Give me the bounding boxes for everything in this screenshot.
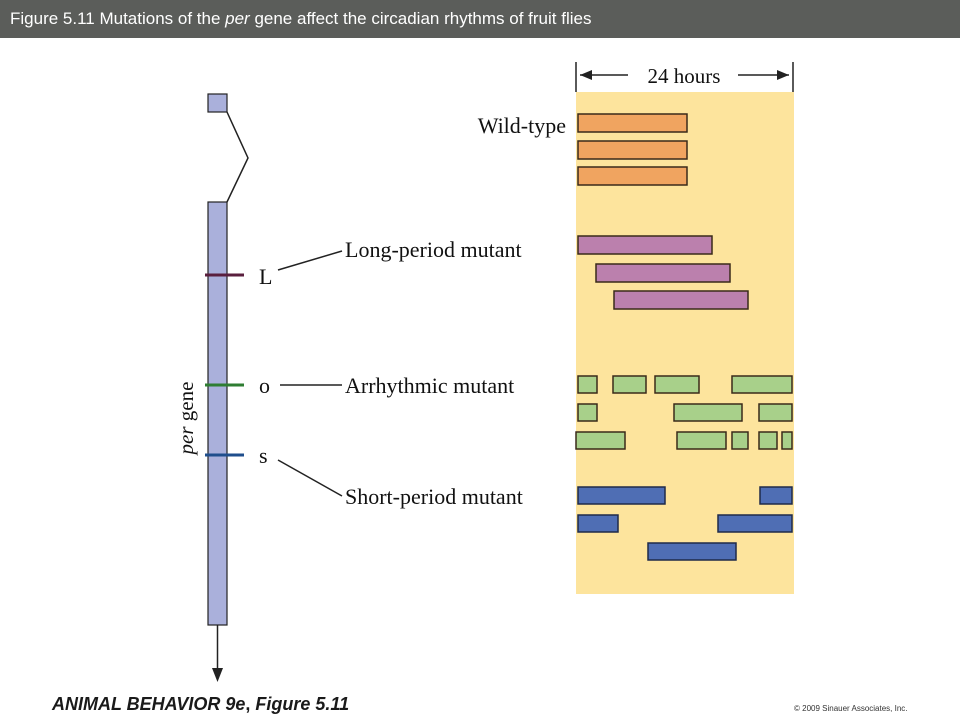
activity-bar (676, 431, 727, 450)
label-short-period: Short-period mutant (345, 484, 523, 509)
short-period-activity (577, 486, 793, 561)
per-gene: per gene (174, 93, 249, 682)
time-span-label: 24 hours (648, 64, 721, 88)
activity-bar (577, 514, 619, 533)
gene-label: per gene (174, 382, 198, 457)
gene-direction-arrow (212, 668, 223, 682)
activity-bar (673, 403, 743, 422)
activity-bar (577, 235, 713, 255)
long-period-activity (577, 235, 749, 310)
figure-title: Figure 5.11 Mutations of the per gene af… (10, 9, 592, 28)
activity-bar (575, 431, 626, 450)
site-symbol-o: o (259, 373, 270, 398)
activity-bar (647, 542, 737, 561)
activity-bar (577, 140, 688, 160)
activity-bar (758, 431, 778, 450)
activity-bar (759, 486, 793, 505)
site-symbol-L: L (259, 264, 272, 289)
site-symbol-s: s (259, 443, 268, 468)
activity-bar (612, 375, 647, 394)
gene-bar (207, 201, 228, 626)
activity-bar (577, 403, 598, 422)
copyright-notice: © 2009 Sinauer Associates, Inc. (794, 704, 908, 713)
title-bar: Figure 5.11 Mutations of the per gene af… (0, 0, 960, 38)
time-scale: 24 hours (575, 62, 794, 92)
activity-bar (577, 166, 688, 186)
activity-bar (595, 263, 731, 283)
gene-upstream-block (207, 93, 228, 113)
label-wild-type: Wild-type (478, 113, 566, 138)
leader-line-short (277, 459, 343, 497)
book-reference: ANIMAL BEHAVIOR 9e, Figure 5.11 (52, 694, 350, 714)
wild-type-activity (577, 113, 688, 186)
activity-bar (577, 113, 688, 133)
activity-bar (577, 375, 598, 394)
activity-bar (781, 431, 793, 450)
activity-bar (731, 375, 793, 394)
activity-bar (577, 486, 666, 505)
activity-bar (613, 290, 749, 310)
leader-line-long (277, 250, 343, 271)
activity-bar (654, 375, 700, 394)
label-arrhythmic: Arrhythmic mutant (345, 373, 514, 398)
activity-bar (717, 514, 793, 533)
gene-connector-line (226, 111, 249, 203)
activity-bar (758, 403, 793, 422)
label-long-period: Long-period mutant (345, 237, 522, 262)
arrhythmic-activity (575, 375, 793, 450)
activity-bar (731, 431, 749, 450)
